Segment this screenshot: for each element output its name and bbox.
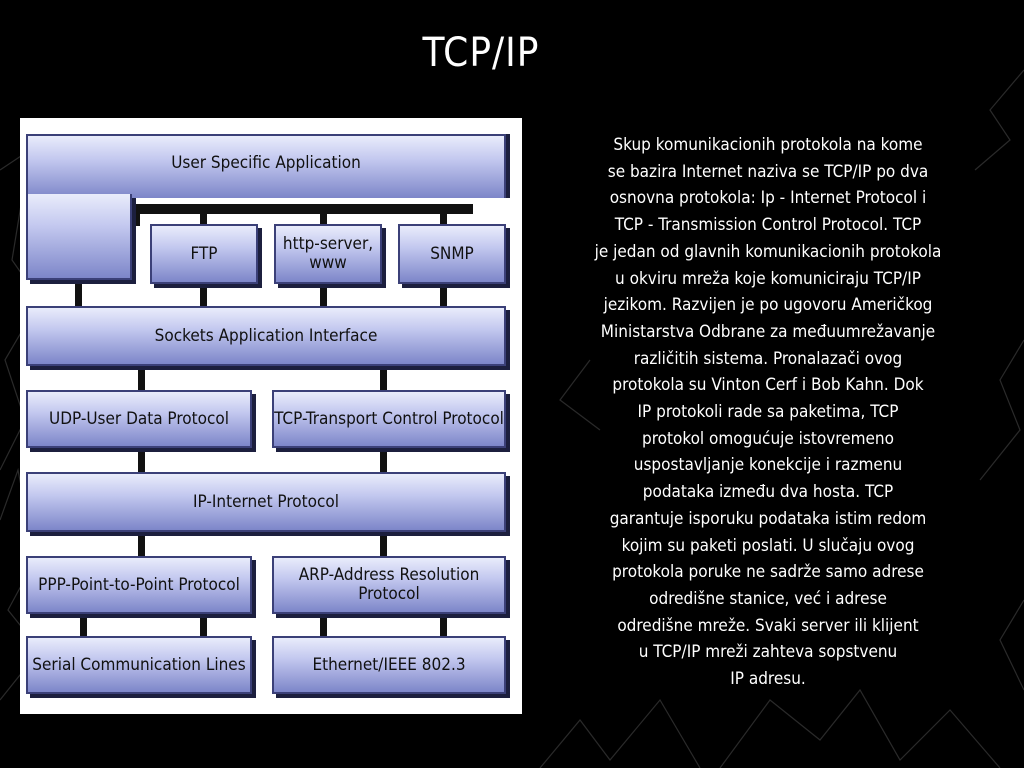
connector — [200, 614, 207, 638]
slide-title: TCP/IP — [422, 30, 540, 76]
ethernet-label: Ethernet/IEEE 802.3 — [312, 654, 466, 675]
description-line: u TCP/IP mreži zahteva sopstvenu — [638, 642, 898, 663]
ip-label: IP-Internet Protocol — [193, 491, 339, 512]
connector — [380, 448, 387, 474]
user-specific-application-label: User Specific Application — [171, 153, 361, 173]
connector — [320, 614, 327, 638]
snmp-label: SNMP — [430, 243, 474, 264]
http-server-box: http-server, www — [274, 224, 382, 284]
connector — [380, 368, 387, 392]
connector — [440, 204, 447, 226]
connector — [320, 204, 327, 226]
arp-label: ARP-Address Resolution Protocol — [298, 565, 480, 604]
sockets-interface-box: Sockets Application Interface — [26, 306, 506, 366]
description-line: je jedan od glavnih komunikacionih proto… — [594, 241, 942, 262]
description-line: podataka između dva hosta. TCP — [642, 482, 894, 503]
description-line: IP protokoli rade sa paketima, TCP — [637, 402, 899, 423]
udp-label: UDP-User Data Protocol — [49, 408, 229, 429]
user-specific-application-box: User Specific Application — [26, 134, 506, 198]
tcp-label: TCP-Transport Control Protocol — [274, 408, 504, 429]
description-line: Skup komunikacionih protokola na kome — [613, 135, 923, 155]
connector — [75, 284, 82, 306]
tcp-ip-stack-diagram: User Specific Application FTP http-serve… — [20, 118, 522, 714]
snmp-box: SNMP — [398, 224, 506, 284]
description-line: odredišne stanice, već i adrese — [649, 588, 887, 609]
connector — [138, 532, 145, 556]
description-line: kojim su paketi poslati. U slučaju ovog — [621, 535, 915, 556]
ftp-label: FTP — [190, 243, 218, 264]
user-specific-application-extension — [26, 194, 132, 280]
description-line: se bazira Internet naziva se TCP/IP po d… — [607, 161, 929, 182]
http-server-label: http-server, — [282, 234, 374, 255]
tcp-box: TCP-Transport Control Protocol — [272, 390, 506, 448]
description-line: jezikom. Razvijen je po ugovoru Američko… — [603, 295, 933, 316]
description-line: protokol omogućuje istovremeno — [642, 428, 894, 449]
connector — [133, 204, 140, 226]
serial-lines-label: Serial Communication Lines — [32, 654, 246, 675]
description-line: garantuje isporuku podataka istim redom — [609, 508, 927, 529]
connector — [133, 204, 473, 214]
description-line: odredišne mreže. Svaki server ili klijen… — [617, 615, 919, 636]
www-label: www — [309, 253, 347, 273]
ppp-box: PPP-Point-to-Point Protocol — [26, 556, 252, 614]
connector — [440, 284, 447, 306]
connector — [440, 614, 447, 638]
connector — [80, 614, 87, 638]
serial-lines-box: Serial Communication Lines — [26, 636, 252, 694]
ppp-label: PPP-Point-to-Point Protocol — [38, 574, 240, 595]
sockets-interface-label: Sockets Application Interface — [154, 325, 378, 346]
connector — [200, 284, 207, 306]
description-line: protokola poruke ne sadrže samo adrese — [612, 562, 924, 583]
description-line: Ministarstva Odbrane za međuumrežavanje — [600, 321, 936, 342]
description-line: protokola su Vinton Cerf i Bob Kahn. Dok — [612, 375, 924, 396]
description-line: osnovna protokola: Ip - Internet Protoco… — [609, 188, 927, 209]
connector — [138, 448, 145, 474]
ip-box: IP-Internet Protocol — [26, 472, 506, 532]
ftp-box: FTP — [150, 224, 258, 284]
description-line: u okviru mreža koje komuniciraju TCP/IP — [615, 268, 921, 289]
ethernet-box: Ethernet/IEEE 802.3 — [272, 636, 506, 694]
description-line: različitih sistema. Pronalazači ovog — [633, 348, 903, 369]
description-text: Skup komunikacionih protokola na kome se… — [522, 132, 1014, 693]
connector — [320, 284, 327, 306]
connector — [200, 204, 207, 226]
arp-box: ARP-Address Resolution Protocol — [272, 556, 506, 614]
connector — [138, 368, 145, 392]
description-line: uspostavljanje konekcije i razmenu — [633, 455, 903, 476]
connector — [380, 532, 387, 556]
description-line: IP adresu. — [730, 669, 806, 690]
udp-box: UDP-User Data Protocol — [26, 390, 252, 448]
description-line: TCP - Transmission Control Protocol. TCP — [614, 215, 922, 236]
